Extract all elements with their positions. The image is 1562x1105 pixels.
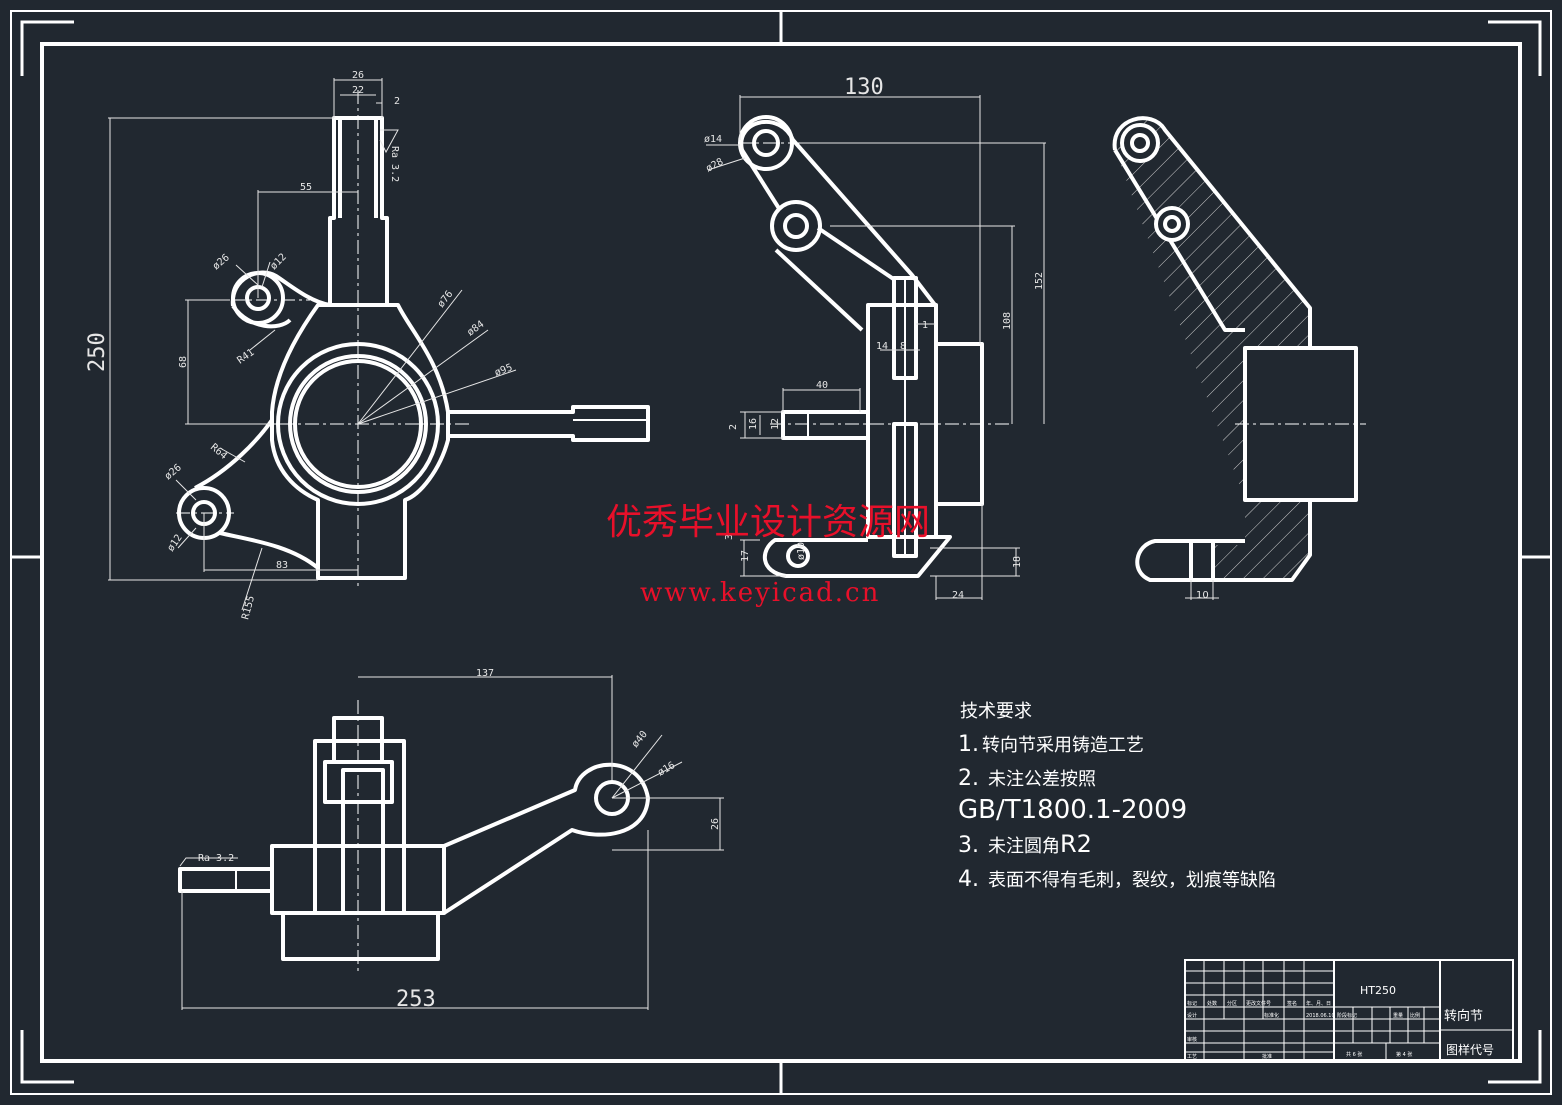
dim-r64: R64	[208, 442, 229, 462]
dim-22-front: 22	[352, 85, 364, 96]
tech-item-3-radius: R2	[1060, 830, 1092, 858]
tb-change-doc: 更改文件号	[1246, 1000, 1271, 1007]
dim-phi84: ø84	[465, 319, 486, 339]
dim-26-front: 26	[352, 70, 364, 81]
dim-phi14: ø14	[704, 134, 722, 145]
section-view: 10	[1112, 116, 1366, 601]
watermark-url: www.keyicad.cn	[640, 578, 880, 608]
tb-std: 标准化	[1264, 1012, 1279, 1019]
tb-count: 处数	[1207, 1000, 1217, 1007]
dim-phi95: ø95	[493, 362, 514, 379]
dim-phi28: ø28	[704, 156, 725, 174]
tb-scale: 比例	[1410, 1012, 1420, 1019]
title-material: HT250	[1360, 984, 1396, 997]
tech-title: 技术要求	[960, 701, 1032, 722]
dim-40: 40	[816, 380, 828, 391]
dim-253: 253	[396, 987, 436, 1012]
dim-26-top: 26	[710, 818, 721, 830]
tb-process: 工艺	[1187, 1054, 1197, 1060]
dim-18: 18	[1012, 556, 1023, 568]
dim-phi12-upper: ø12	[268, 252, 289, 273]
dim-1: 1	[922, 320, 928, 331]
tb-sheets-total: 共 6 张	[1346, 1051, 1362, 1058]
tech-item-4: 表面不得有毛刺，裂纹，划痕等缺陷	[988, 870, 1276, 891]
dim-152: 152	[1034, 272, 1045, 290]
tech-item-3-num: 3.	[958, 833, 979, 858]
dim-24: 24	[952, 590, 964, 601]
dim-ra-top: Ra 3.2	[198, 853, 234, 864]
dim-10-section: 10	[1196, 590, 1209, 601]
dim-r41: R41	[235, 347, 256, 366]
dim-55: 55	[300, 182, 312, 193]
dim-137: 137	[476, 668, 494, 679]
dim-phi76: ø76	[436, 289, 456, 310]
tb-ymd: 年、月、日	[1306, 1000, 1331, 1007]
dim-phi26-upper: ø26	[211, 252, 232, 272]
dim-3: 3	[724, 534, 735, 540]
tb-date: 2018.06.10	[1306, 1013, 1335, 1019]
tb-sign: 签名	[1287, 1000, 1297, 1007]
dim-phi16: ø16	[656, 760, 677, 779]
tech-item-2-standard: GB/T1800.1-2009	[958, 795, 1187, 825]
tech-item-2: 未注公差按照	[988, 769, 1096, 790]
tech-item-4-num: 4.	[958, 867, 979, 892]
side-view: 130 ø14 ø28 152 108 1 14 8 40 2 16 12 3 …	[704, 75, 1046, 601]
dim-r155: R155	[240, 595, 257, 621]
tb-sheet-no: 第 4 张	[1396, 1051, 1412, 1058]
tb-check: 审核	[1187, 1036, 1197, 1043]
dim-14: 14	[876, 341, 888, 352]
title-part-name: 转向节	[1444, 1008, 1483, 1024]
front-view: 26 22 2 Ra 3.2 55 250 68 R41 ø26 ø12 ø76…	[85, 70, 650, 621]
top-view: 137 ø40 ø16 26 Ra 3.2 253	[178, 668, 724, 1012]
dim-83: 83	[276, 560, 288, 571]
tb-mark: 标记	[1187, 1000, 1197, 1007]
technical-requirements: 技术要求 1. 转向节采用铸造工艺 2. 未注公差按照 GB/T1800.1-2…	[958, 701, 1276, 892]
tech-item-3: 未注圆角	[988, 836, 1060, 857]
watermark: 优秀毕业设计资源网 www.keyicad.cn	[606, 502, 930, 608]
title-block: HT250 转向节 图样代号 标记 处数 分区 更改文件号 签名 年、月、日 设…	[1184, 959, 1514, 1062]
tb-stage: 阶段标记	[1337, 1012, 1357, 1019]
drawing-frame	[10, 10, 1552, 1095]
dim-phi40: ø40	[630, 729, 650, 750]
dim-2-side: 2	[728, 424, 739, 430]
tb-approve: 批准	[1262, 1053, 1272, 1060]
dim-ra-front: Ra 3.2	[389, 146, 400, 182]
tb-weight: 重量	[1393, 1012, 1403, 1019]
dim-17: 17	[740, 550, 751, 562]
dim-phi26-lower: ø26	[163, 462, 184, 482]
dim-phi10: ø10	[796, 542, 807, 560]
tech-item-1: 转向节采用铸造工艺	[982, 735, 1144, 756]
dim-8: 8	[900, 341, 906, 352]
dim-16: 16	[748, 418, 759, 430]
dim-108: 108	[1002, 312, 1013, 330]
dim-130: 130	[844, 75, 884, 100]
tb-design: 设计	[1187, 1012, 1197, 1019]
tech-item-2-num: 2.	[958, 766, 979, 791]
dim-68: 68	[178, 356, 189, 368]
tech-item-1-num: 1.	[958, 732, 979, 757]
dim-250: 250	[85, 332, 110, 372]
tb-zone: 分区	[1227, 1000, 1237, 1007]
title-drawing-number: 图样代号	[1446, 1042, 1494, 1057]
dim-2-front: 2	[394, 96, 400, 107]
watermark-title: 优秀毕业设计资源网	[606, 502, 930, 543]
dim-12: 12	[770, 418, 781, 430]
